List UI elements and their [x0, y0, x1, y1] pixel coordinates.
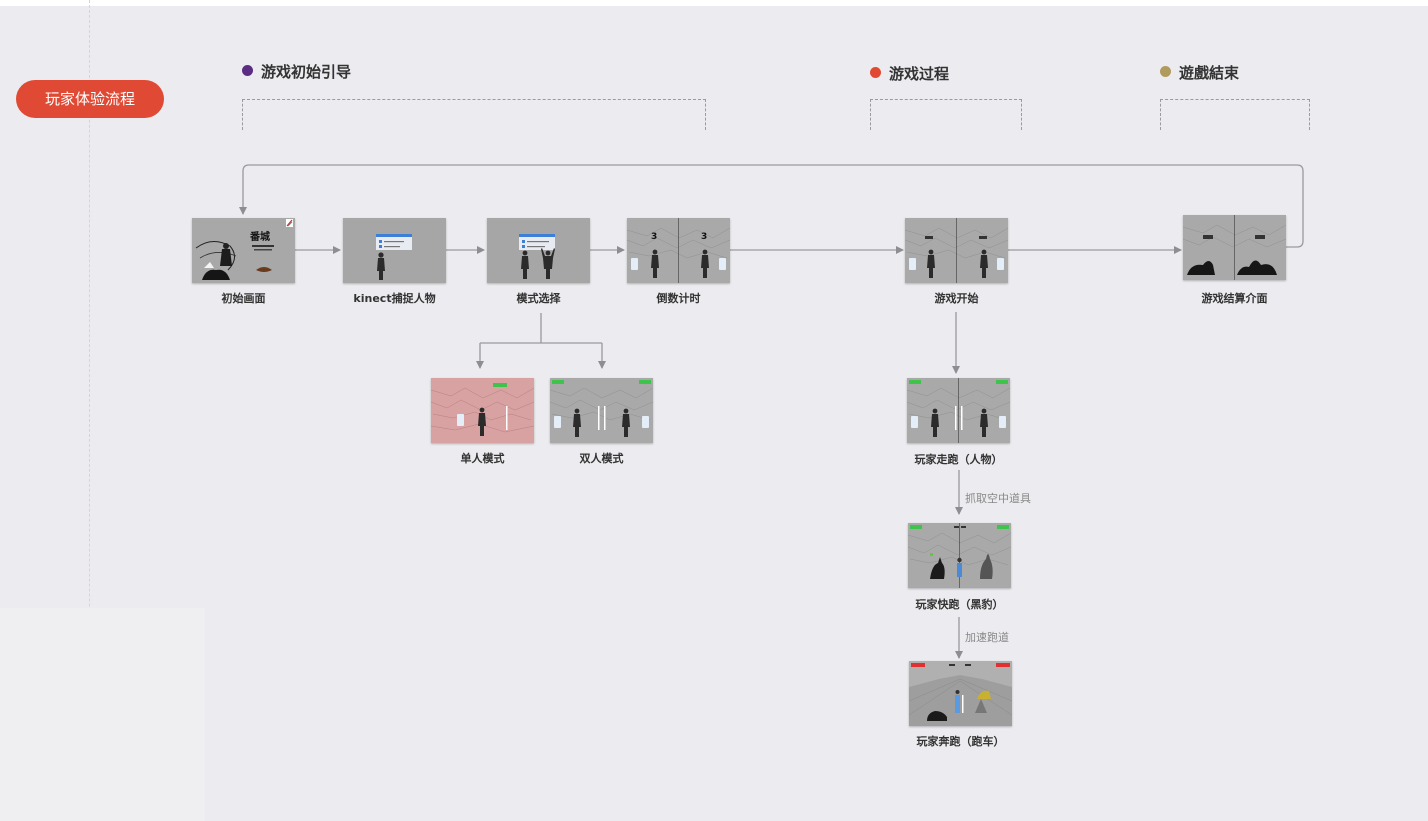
caption-countdown: 倒数计时	[656, 292, 701, 305]
screen-fast-thumb[interactable]	[908, 523, 1011, 588]
phase-end: 遊戲結束	[1160, 62, 1239, 83]
phase-process-bracket	[870, 99, 1022, 130]
side-panel	[0, 608, 205, 821]
caption-walk: 玩家走跑（人物）	[914, 453, 1003, 466]
caption-result: 游戏结算介面	[1201, 292, 1268, 305]
caption-game-start: 游戏开始	[934, 292, 979, 305]
countdown-digit-left: 3	[651, 232, 658, 242]
phase-end-label: 遊戲結束	[1179, 64, 1240, 82]
screen-sprint-thumb[interactable]	[909, 661, 1012, 726]
countdown-digit-right: 3	[701, 232, 708, 242]
screen-countdown-thumb[interactable]: 3 3	[627, 218, 730, 283]
phase-intro: 游戏初始引导	[242, 61, 351, 82]
screen-result-thumb[interactable]	[1183, 215, 1286, 280]
caption-fast: 玩家快跑（黑豹）	[915, 598, 1004, 611]
top-bar	[0, 0, 1428, 6]
phase-intro-bracket	[242, 99, 706, 130]
phase-process-label: 游戏过程	[889, 65, 950, 83]
flow-title-pill[interactable]: 玩家体验流程	[16, 80, 164, 118]
phase-end-bracket	[1160, 99, 1310, 130]
phase-process: 游戏过程	[870, 63, 949, 84]
mode-branch-connector	[480, 313, 602, 344]
screen-single-thumb[interactable]	[431, 378, 534, 443]
screen-walk-thumb[interactable]	[907, 378, 1010, 443]
phase-process-dot	[870, 67, 881, 78]
start-thumb-title: 番城	[250, 232, 270, 243]
edge-label-grab: 抓取空中道具	[965, 492, 1031, 505]
caption-double: 双人模式	[579, 452, 624, 465]
screen-double-thumb[interactable]	[550, 378, 653, 443]
loop-back-connector	[239, 164, 1304, 248]
caption-sprint: 玩家奔跑（跑车）	[916, 735, 1005, 748]
phase-end-dot	[1160, 66, 1171, 77]
caption-single: 单人模式	[460, 452, 505, 465]
vertical-guide	[89, 0, 90, 821]
screen-game-start-thumb[interactable]	[905, 218, 1008, 283]
phase-intro-dot	[242, 65, 253, 76]
screen-kinect-thumb[interactable]	[343, 218, 446, 283]
caption-start: 初始画面	[221, 292, 266, 305]
caption-kinect: kinect捕捉人物	[353, 292, 436, 305]
screen-mode-thumb[interactable]	[487, 218, 590, 283]
caption-mode: 模式选择	[516, 292, 561, 305]
edge-label-accelerate: 加速跑道	[965, 631, 1009, 644]
phase-intro-label: 游戏初始引导	[261, 63, 352, 81]
screen-start-thumb[interactable]: 番城	[192, 218, 295, 283]
